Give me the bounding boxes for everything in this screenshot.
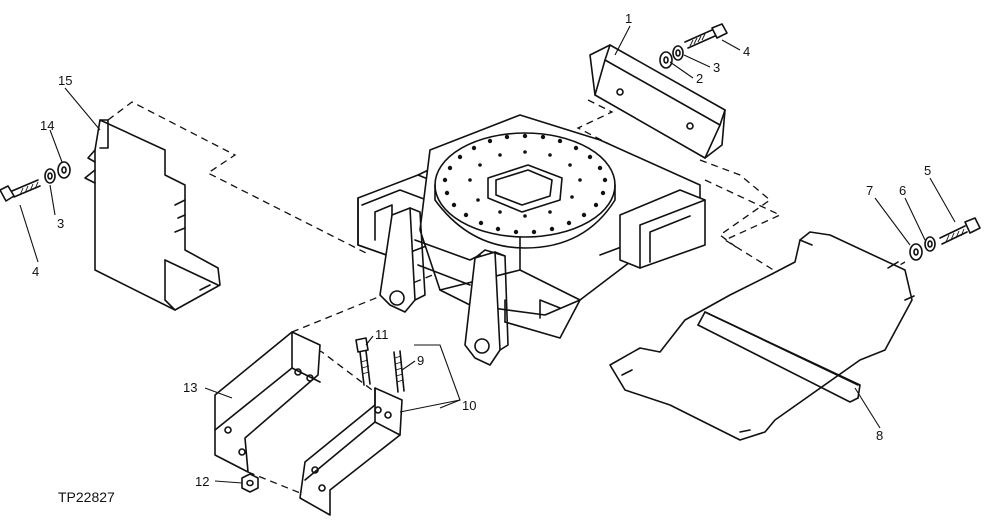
callout-15: 15 <box>58 73 72 88</box>
main-frame <box>357 114 706 366</box>
callout-4: 4 <box>743 44 750 59</box>
callout-5: 5 <box>924 163 931 178</box>
callout-10: 10 <box>462 398 476 413</box>
callout-14: 14 <box>40 118 54 133</box>
upper-guard-1 <box>589 44 726 159</box>
callout-3: 3 <box>713 60 720 75</box>
callout-8: 8 <box>876 428 883 443</box>
callout-1: 1 <box>625 11 632 26</box>
left-hardware <box>0 161 71 202</box>
lower-hardware <box>241 337 405 493</box>
right-plate-8 <box>609 231 915 441</box>
leader-lines <box>19 25 956 484</box>
callout-3-left: 3 <box>57 216 64 231</box>
lower-guard-10 <box>299 387 403 516</box>
callout-6: 6 <box>899 183 906 198</box>
callout-2: 2 <box>696 71 703 86</box>
lower-guard-13 <box>214 331 321 473</box>
callout-labels: 1 2 3 4 5 6 7 8 9 10 11 12 13 14 15 3 4 <box>32 11 931 489</box>
callout-13: 13 <box>183 380 197 395</box>
callout-11: 11 <box>375 327 389 342</box>
figure-id: TP22827 <box>58 489 115 505</box>
turntable-bolt-holes <box>442 133 608 235</box>
left-side-shield-15 <box>84 119 221 311</box>
callout-7: 7 <box>866 183 873 198</box>
callout-4-left: 4 <box>32 264 39 279</box>
right-hardware <box>909 217 981 261</box>
callout-9: 9 <box>417 353 424 368</box>
upper-right-hardware <box>659 23 728 69</box>
callout-12: 12 <box>195 474 209 489</box>
